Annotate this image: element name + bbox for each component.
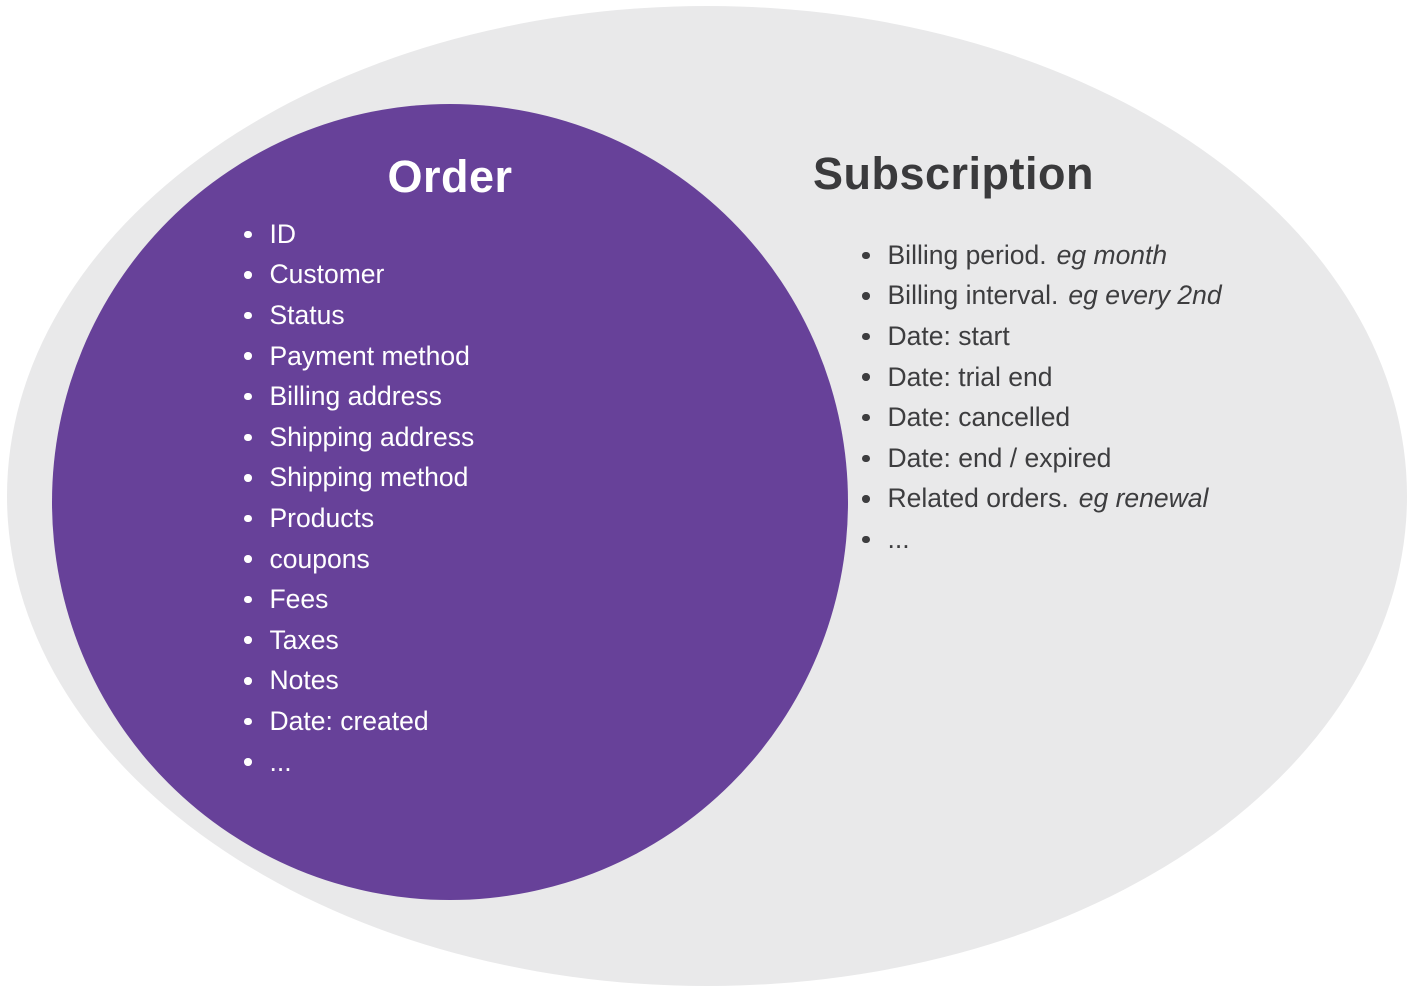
order-item-label: Shipping method [269, 462, 469, 493]
bullet-icon [244, 514, 252, 523]
subscription-item-label: Related orders. [887, 483, 1069, 514]
bullet-icon [862, 454, 870, 463]
order-item-label: Customer [269, 259, 385, 290]
bullet-icon [862, 535, 870, 544]
order-title: Order [387, 151, 513, 202]
list-item: Shipping address [244, 417, 474, 458]
bullet-icon [244, 230, 252, 239]
list-item: Related orders. eg renewal [862, 479, 1222, 520]
bullet-icon [244, 717, 252, 726]
bullet-icon [244, 311, 252, 320]
bullet-icon [862, 292, 870, 300]
list-item: coupons [244, 539, 474, 580]
order-item-label: Payment method [269, 340, 470, 371]
subscription-field-list: Billing period. eg month Billing interval… [862, 235, 1222, 560]
bullet-icon [244, 352, 252, 360]
bullet-icon [862, 332, 870, 341]
subscription-item-label: Date: end / expired [887, 442, 1112, 473]
order-item-label: Billing address [269, 381, 442, 412]
order-item-label: Notes [269, 665, 339, 696]
list-item: Customer [244, 255, 474, 296]
list-item: Date: end / expired [862, 438, 1222, 479]
subscription-item-label: Billing interval. [887, 280, 1059, 311]
list-item: ID [244, 214, 474, 255]
order-item-label: Date: created [269, 705, 429, 736]
bullet-icon [244, 433, 252, 442]
list-item: Date: trial end [862, 357, 1222, 398]
subscription-item-label: Billing period. [887, 239, 1047, 270]
list-item: Date: created [244, 701, 474, 742]
bullet-icon [244, 474, 252, 482]
order-item-label: ... [269, 746, 292, 777]
bullet-icon [862, 373, 870, 381]
subscription-item-label: Date: cancelled [887, 402, 1071, 433]
bullet-icon [244, 758, 252, 766]
list-item: Date: cancelled [862, 397, 1222, 438]
bullet-icon [244, 271, 252, 279]
subscription-item-example: eg month [1056, 239, 1168, 270]
list-item: Billing interval. eg every 2nd [862, 276, 1222, 317]
order-item-label: coupons [269, 543, 370, 574]
subscription-title: Subscription [813, 148, 1095, 199]
order-item-label: Fees [269, 584, 329, 615]
order-field-list: ID Customer Status Payment method Billin… [244, 214, 474, 782]
subscription-item-example: eg every 2nd [1068, 280, 1222, 311]
list-item: Billing period. eg month [862, 235, 1222, 276]
list-item: ... [862, 519, 1222, 560]
bullet-icon [862, 413, 870, 422]
subscription-item-label: Date: start [887, 320, 1010, 351]
bullet-icon [862, 495, 870, 503]
bullet-icon [244, 636, 252, 644]
order-circle [52, 104, 848, 900]
list-item: ... [244, 742, 474, 783]
bullet-icon [244, 677, 252, 685]
order-item-label: Taxes [269, 624, 339, 655]
list-item: Shipping method [244, 458, 474, 499]
bullet-icon [862, 251, 870, 260]
bullet-icon [244, 595, 252, 604]
list-item: Fees [244, 579, 474, 620]
list-item: Products [244, 498, 474, 539]
list-item: Date: start [862, 316, 1222, 357]
order-item-label: Products [269, 502, 375, 533]
list-item: Taxes [244, 620, 474, 661]
list-item: Billing address [244, 376, 474, 417]
subscription-item-label: ... [887, 523, 910, 554]
subscription-item-example: eg renewal [1078, 483, 1209, 514]
order-item-label: Shipping address [269, 421, 475, 452]
list-item: Payment method [244, 336, 474, 377]
order-item-label: Status [269, 299, 345, 330]
bullet-icon [244, 555, 252, 563]
list-item: Status [244, 295, 474, 336]
bullet-icon [244, 392, 252, 401]
order-item-label: ID [269, 218, 297, 249]
subscription-item-label: Date: trial end [887, 361, 1053, 392]
list-item: Notes [244, 661, 474, 702]
